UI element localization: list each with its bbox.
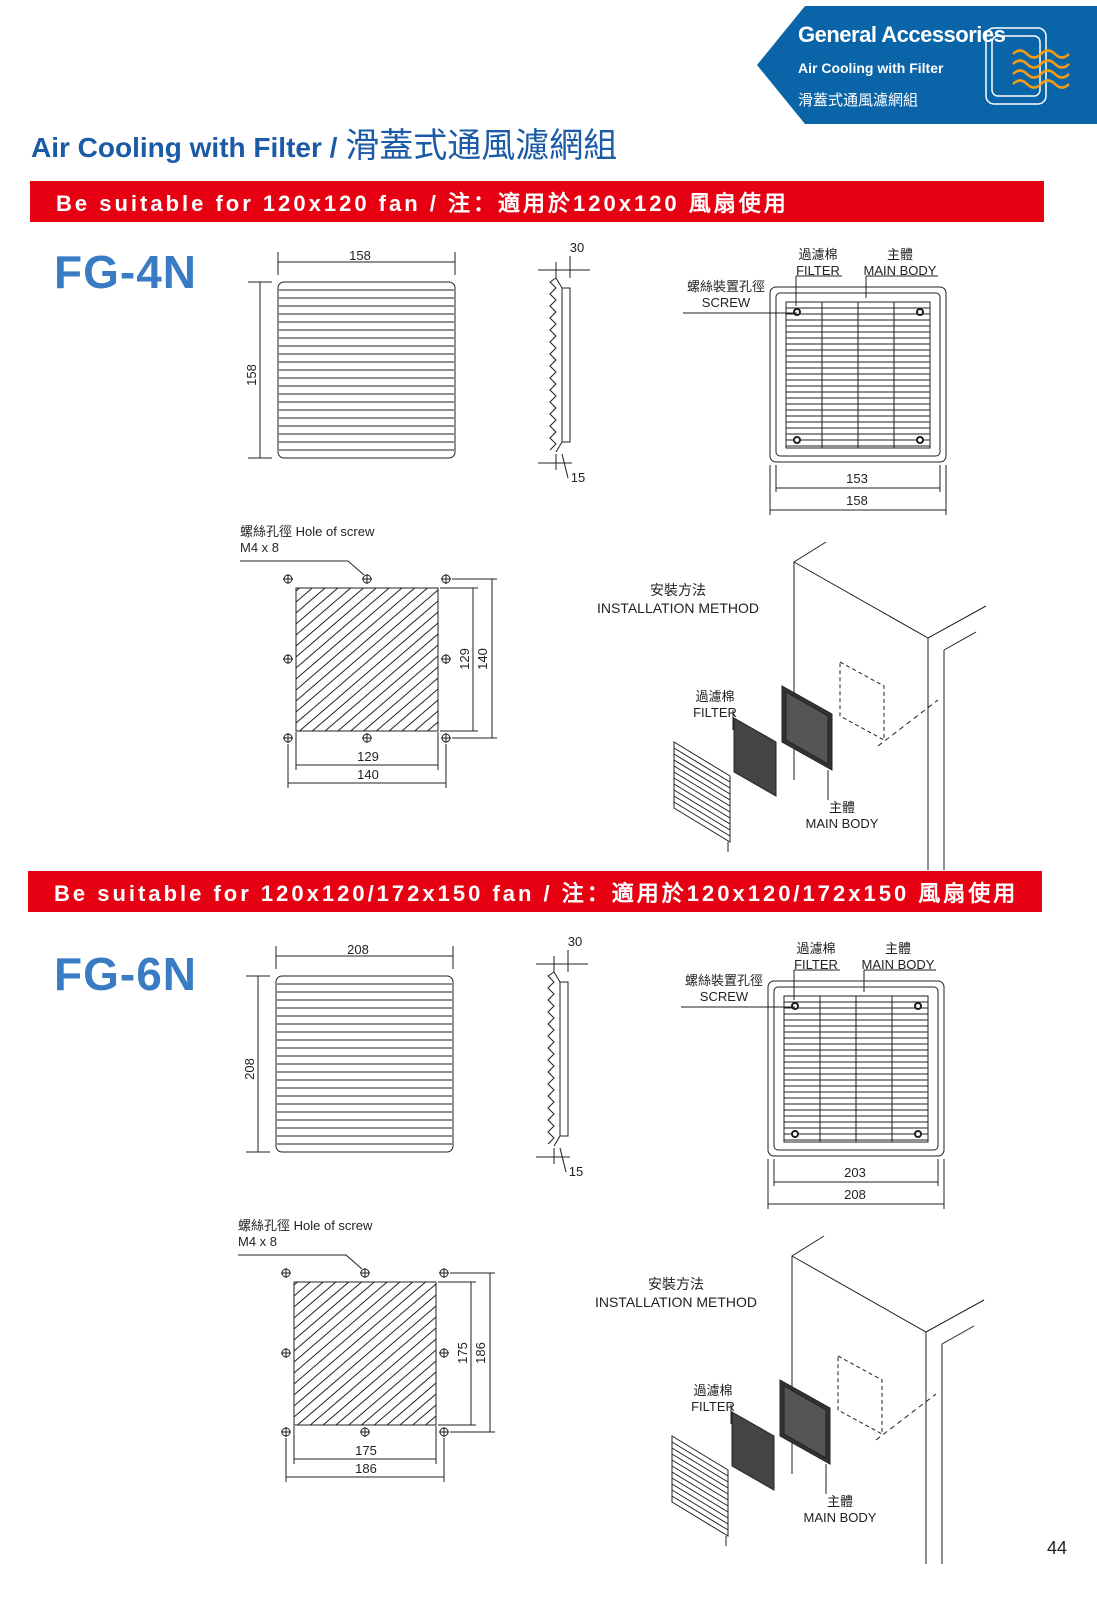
screw-size-label: M4 x 8 <box>238 1234 277 1249</box>
install-filter-label-en: FILTER <box>693 705 737 720</box>
screw-hole-icon <box>914 1130 922 1138</box>
category-badge: General Accessories Air Cooling with Fil… <box>757 6 1097 124</box>
install-method-en: INSTALLATION METHOD <box>597 600 759 616</box>
page-title: Air Cooling with Filter / 滑蓋式通風濾網組 <box>31 118 617 167</box>
screw-hole-icon <box>791 1002 799 1010</box>
badge-title: General Accessories <box>798 22 1006 47</box>
screw-label-en: SCREW <box>700 989 749 1004</box>
installed-inner-dim: 203 <box>844 1165 866 1180</box>
installed-view <box>683 275 947 515</box>
screw-label-zh: 螺絲裝置孔徑 <box>687 279 765 294</box>
side-depth-dim: 30 <box>570 240 584 255</box>
mounting-hole-icon <box>283 733 293 743</box>
mounting-hole-icon <box>281 1268 291 1278</box>
install-main-body-label-zh: 主體 <box>829 800 855 815</box>
install-filter-label-zh: 過濾棉 <box>695 689 734 704</box>
filter-label-en: FILTER <box>796 263 840 278</box>
screw-hole-icon <box>791 1130 799 1138</box>
filter-label-zh: 過濾棉 <box>796 941 835 956</box>
cutout-outer-width-dim: 140 <box>357 767 379 782</box>
install-filter-label-en: FILTER <box>691 1399 735 1414</box>
mounting-hole-icon <box>281 1427 291 1437</box>
page-title-en: Air Cooling with Filter / <box>31 132 346 163</box>
front-width-dim: 158 <box>349 248 371 263</box>
cutout-template <box>240 560 497 788</box>
mounting-hole-icon <box>283 574 293 584</box>
fan-airflow-icon <box>985 27 1070 105</box>
cutout-inner-height-dim: 175 <box>455 1342 470 1364</box>
mounting-hole-icon <box>362 733 372 743</box>
installed-inner-dim: 153 <box>846 471 868 486</box>
install-filter-label-zh: 過濾棉 <box>693 1383 732 1398</box>
cutout-outer-width-dim: 186 <box>355 1461 377 1476</box>
install-method-zh: 安裝方法 <box>650 582 706 598</box>
side-inner-dim: 15 <box>571 470 585 485</box>
mounting-hole-icon <box>360 1268 370 1278</box>
cutout-inner-height-dim: 129 <box>457 648 472 670</box>
screw-label-zh: 螺絲裝置孔徑 <box>685 973 763 988</box>
mounting-hole-icon <box>439 1268 449 1278</box>
cutout-inner-width-dim: 129 <box>357 749 379 764</box>
side-view <box>538 256 590 479</box>
mounting-hole-icon <box>441 574 451 584</box>
badge-subtitle-zh: 滑蓋式通風濾網組 <box>798 91 919 109</box>
install-main-body-label-en: MAIN BODY <box>804 1510 877 1525</box>
mounting-hole-icon <box>439 1427 449 1437</box>
filter-label-zh: 過濾棉 <box>798 247 837 262</box>
screw-hole-icon <box>916 436 924 444</box>
installation-diagram <box>673 541 987 870</box>
page-title-zh: 滑蓋式通風濾網組 <box>345 126 618 166</box>
side-view <box>536 950 588 1173</box>
side-depth-dim: 30 <box>568 934 582 949</box>
cutout-template <box>238 1254 495 1482</box>
install-main-body-label-en: MAIN BODY <box>806 816 879 831</box>
installed-outer-dim: 158 <box>846 493 868 508</box>
install-main-body-label-zh: 主體 <box>827 1494 853 1509</box>
screw-hole-icon <box>914 1002 922 1010</box>
screw-hole-icon <box>793 436 801 444</box>
mounting-hole-icon <box>362 574 372 584</box>
install-method-en: INSTALLATION METHOD <box>595 1294 757 1310</box>
main-body-label-en: MAIN BODY <box>864 263 937 278</box>
front-view <box>248 252 456 459</box>
main-body-label-en: MAIN BODY <box>862 957 935 972</box>
screw-label-en: SCREW <box>702 295 751 310</box>
main-body-label-zh: 主體 <box>885 941 911 956</box>
screw-hole-icon <box>793 308 801 316</box>
cutout-outer-height-dim: 140 <box>475 648 490 670</box>
front-view <box>246 946 454 1153</box>
cutout-inner-width-dim: 175 <box>355 1443 377 1458</box>
badge-subtitle-en: Air Cooling with Filter <box>798 60 944 76</box>
mounting-hole-icon <box>283 654 293 664</box>
front-height-dim: 158 <box>244 364 259 386</box>
screw-size-label: M4 x 8 <box>240 540 279 555</box>
mounting-hole-icon <box>439 1348 449 1358</box>
fan-compat-banner-fg4n: Be suitable for 120x120 fan / 注：適用於120x1… <box>30 181 1044 222</box>
model-title-fg4n: FG-4N <box>54 246 197 298</box>
front-width-dim: 208 <box>347 942 369 957</box>
installed-outer-dim: 208 <box>844 1187 866 1202</box>
front-height-dim: 208 <box>242 1058 257 1080</box>
side-inner-dim: 15 <box>569 1164 583 1179</box>
page-number: 44 <box>1047 1538 1068 1558</box>
hole-of-screw-label: 螺絲孔徑 Hole of screw <box>238 1218 373 1233</box>
mounting-hole-icon <box>441 733 451 743</box>
mounting-hole-icon <box>281 1348 291 1358</box>
screw-hole-icon <box>916 308 924 316</box>
fan-compat-banner-fg6n: Be suitable for 120x120/172x150 fan / 注：… <box>28 871 1042 912</box>
installed-view <box>681 969 945 1209</box>
installation-diagram <box>671 1235 985 1564</box>
mounting-hole-icon <box>360 1427 370 1437</box>
filter-label-en: FILTER <box>794 957 838 972</box>
cutout-outer-height-dim: 186 <box>473 1342 488 1364</box>
install-method-zh: 安裝方法 <box>648 1276 704 1292</box>
badge-background <box>757 6 1097 124</box>
hole-of-screw-label: 螺絲孔徑 Hole of screw <box>240 524 375 539</box>
mounting-hole-icon <box>441 654 451 664</box>
model-title-fg6n: FG-6N <box>54 948 197 1000</box>
main-body-label-zh: 主體 <box>887 247 913 262</box>
